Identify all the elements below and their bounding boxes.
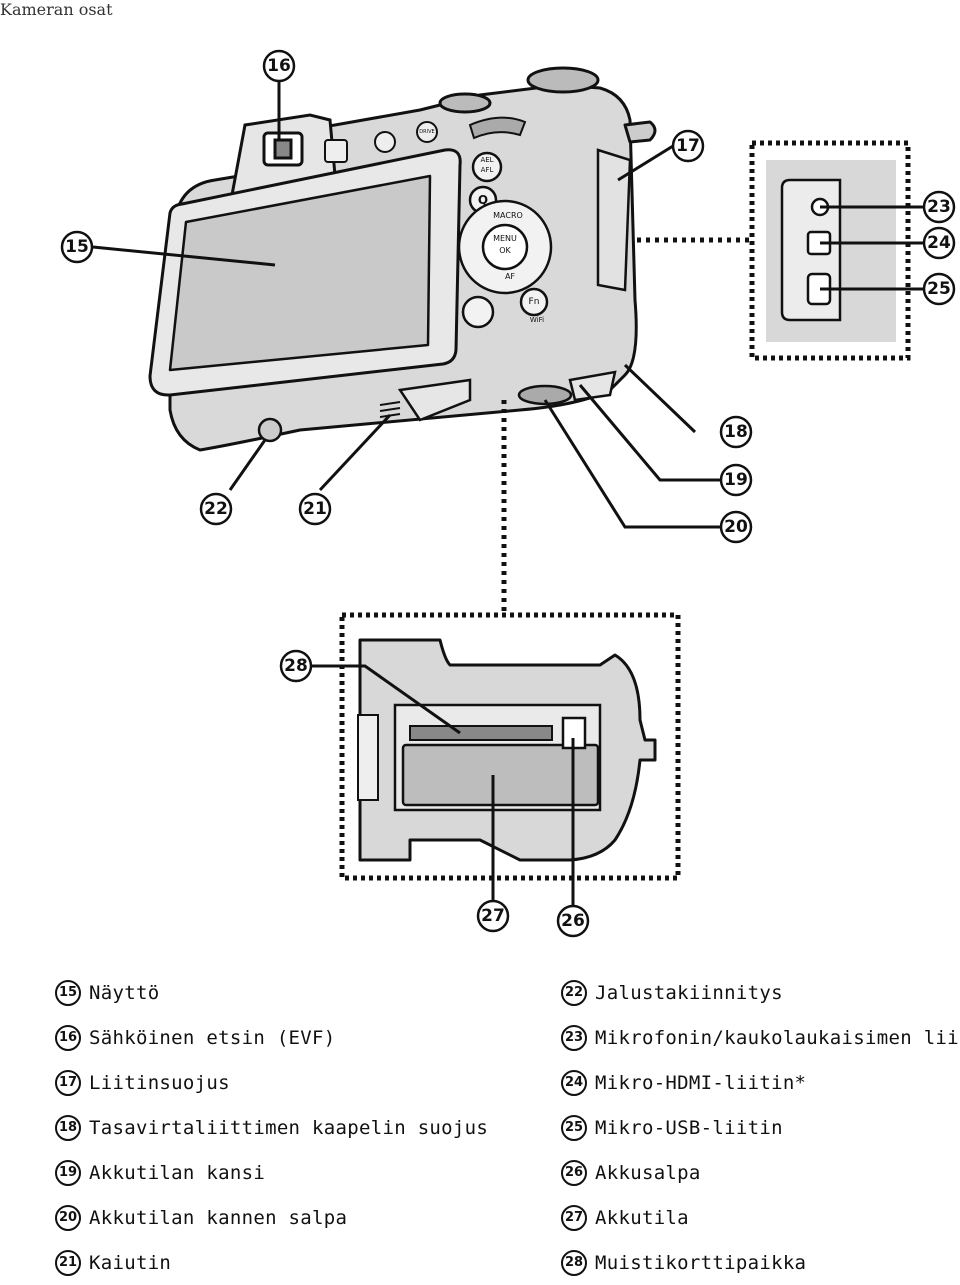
- number-badge: 20: [55, 1204, 81, 1231]
- callout-25: 25: [922, 272, 956, 306]
- svg-text:OK: OK: [499, 246, 511, 255]
- legend-label: Kaiutin: [89, 1251, 172, 1274]
- svg-text:AF: AF: [505, 272, 515, 281]
- callout-20: 20: [719, 510, 753, 544]
- connector-cover: [596, 148, 632, 292]
- svg-text:23: 23: [927, 197, 951, 217]
- svg-text:Fn: Fn: [529, 297, 540, 307]
- battery-inset: [339, 612, 681, 881]
- number-badge: 19: [55, 1159, 81, 1186]
- svg-text:24: 24: [927, 233, 951, 253]
- callout-24: 24: [922, 226, 956, 260]
- svg-text:AFL: AFL: [481, 166, 494, 174]
- legend-label: Mikrofonin/kaukolaukaisimen liitin: [595, 1026, 960, 1049]
- svg-text:18: 18: [724, 422, 748, 442]
- number-badge: 15: [55, 979, 81, 1006]
- callout-16: 16: [262, 49, 296, 83]
- svg-text:Q: Q: [478, 193, 488, 207]
- legend-item-15: 15 Näyttö: [55, 970, 495, 1015]
- number-badge: 27: [561, 1204, 587, 1231]
- legend-item-24: 24 Mikro-HDMI-liitin*: [561, 1060, 960, 1105]
- legend-label: Näyttö: [89, 981, 160, 1004]
- control-cluster: AEL AFL Q MENU OK MACRO AF Fn WiFi: [457, 151, 553, 329]
- callout-26: 26: [556, 904, 590, 938]
- svg-text:WiFi: WiFi: [530, 316, 544, 324]
- svg-text:DRIVE: DRIVE: [419, 129, 434, 135]
- legend-label: Mikro-USB-liitin: [595, 1116, 783, 1139]
- legend-item-25: 25 Mikro-USB-liitin: [561, 1105, 960, 1150]
- svg-text:22: 22: [204, 499, 228, 519]
- svg-text:17: 17: [676, 136, 700, 156]
- callout-21: 21: [298, 492, 332, 526]
- camera-diagram: DRIVE AEL AFL Q MENU OK MACRO AF Fn WiFi: [60, 49, 956, 938]
- legend-label: Liitinsuojus: [89, 1071, 230, 1094]
- number-badge: 24: [561, 1069, 587, 1096]
- svg-text:27: 27: [481, 906, 505, 926]
- legend-item-27: 27 Akkutila: [561, 1195, 960, 1240]
- callout-23: 23: [922, 190, 956, 224]
- legend-label: Sähköinen etsin (EVF): [89, 1026, 336, 1049]
- legend-item-26: 26 Akkusalpa: [561, 1150, 960, 1195]
- legend-label: Tasavirtaliittimen kaapelin suojus: [89, 1116, 489, 1139]
- legend-label: Muistikorttipaikka: [595, 1251, 807, 1274]
- svg-text:19: 19: [724, 470, 748, 490]
- legend-item-23: 23 Mikrofonin/kaukolaukaisimen liitin: [561, 1015, 960, 1060]
- legend-item-17: 17 Liitinsuojus: [55, 1060, 495, 1105]
- leader-lines: [92, 82, 925, 905]
- legend-item-18: 18 Tasavirtaliittimen kaapelin suojus: [55, 1105, 495, 1150]
- legend-item-28: 28 Muistikorttipaikka: [561, 1240, 960, 1285]
- legend-right: 22 Jalustakiinnitys 23 Mikrofonin/kaukolau…: [561, 970, 960, 1285]
- number-badge: 23: [561, 1024, 587, 1051]
- callout-19: 19: [719, 463, 753, 497]
- number-badge: 26: [561, 1159, 587, 1186]
- lcd-screen: [148, 148, 462, 397]
- number-badge: 25: [561, 1114, 587, 1141]
- viewfinder: [230, 113, 337, 197]
- camera-bottom: [257, 370, 617, 443]
- svg-text:26: 26: [561, 911, 585, 931]
- svg-text:16: 16: [267, 56, 291, 76]
- legend-item-20: 20 Akkutilan kannen salpa: [55, 1195, 495, 1240]
- svg-text:MACRO: MACRO: [493, 211, 523, 220]
- callout-22: 22: [199, 492, 233, 526]
- legend-item-22: 22 Jalustakiinnitys: [561, 970, 960, 1015]
- callout-28: 28: [279, 649, 313, 683]
- svg-text:28: 28: [284, 656, 308, 676]
- number-badge: 18: [55, 1114, 81, 1141]
- top-buttons: DRIVE: [324, 116, 527, 163]
- svg-text:20: 20: [724, 517, 748, 537]
- callout-17: 17: [671, 129, 705, 163]
- number-badge: 22: [561, 979, 587, 1006]
- callout-18: 18: [719, 415, 753, 449]
- legend-label: Akkutila: [595, 1206, 689, 1229]
- legend-item-19: 19 Akkutilan kansi: [55, 1150, 495, 1195]
- legend-item-16: 16 Sähköinen etsin (EVF): [55, 1015, 495, 1060]
- number-badge: 16: [55, 1024, 81, 1051]
- legend-label: Akkutilan kannen salpa: [89, 1206, 348, 1229]
- legend-label: Akkusalpa: [595, 1161, 701, 1184]
- svg-text:MENU: MENU: [493, 234, 517, 243]
- legend-label: Akkutilan kansi: [89, 1161, 266, 1184]
- legend-left: 15 Näyttö 16 Sähköinen etsin (EVF) 17 Liiti…: [55, 970, 495, 1285]
- svg-text:15: 15: [65, 237, 89, 257]
- legend-item-21: 21 Kaiutin: [55, 1240, 495, 1285]
- connector-inset: [749, 140, 911, 361]
- number-badge: 28: [561, 1249, 587, 1276]
- page-heading: Kameran osat: [0, 0, 113, 19]
- legend-label: Mikro-HDMI-liitin*: [595, 1071, 807, 1094]
- legend-label: Jalustakiinnitys: [595, 981, 783, 1004]
- number-badge: 17: [55, 1069, 81, 1096]
- svg-text:25: 25: [927, 279, 951, 299]
- callout-27: 27: [476, 899, 510, 933]
- svg-text:AEL: AEL: [480, 156, 493, 164]
- callout-15: 15: [60, 230, 94, 264]
- svg-text:21: 21: [303, 499, 327, 519]
- number-badge: 21: [55, 1249, 81, 1276]
